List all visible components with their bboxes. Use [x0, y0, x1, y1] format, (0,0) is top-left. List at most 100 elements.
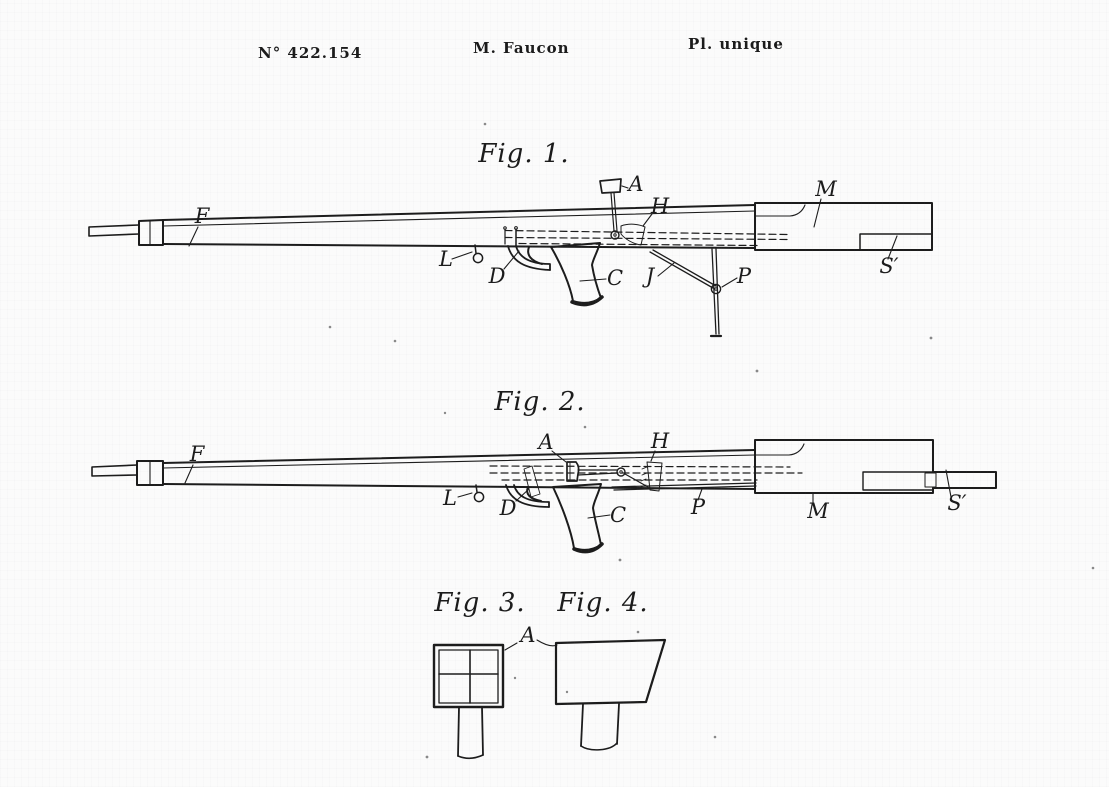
- sight-stem-break: [457, 754, 484, 760]
- leader-l: [457, 492, 473, 498]
- folded-support-leg: [611, 482, 757, 491]
- figure-2-title: Fig. 2.: [493, 387, 585, 417]
- grip-base-pad: [570, 295, 604, 307]
- barrel-bottom-edge: [162, 243, 756, 249]
- figure-1-title: Fig. 1.: [477, 139, 569, 169]
- part-label-p: P: [736, 264, 752, 288]
- sight-pivot: [616, 467, 626, 477]
- sight-link: [624, 473, 649, 488]
- barrel-top-inner-edge: [162, 210, 756, 227]
- part-label-a: A: [626, 172, 643, 196]
- catch-wedge: [646, 461, 663, 492]
- part-label-l: L: [438, 247, 453, 271]
- leader-d: [503, 250, 520, 270]
- figure-3: Fig. 3.: [432, 588, 525, 760]
- muzzle-collar: [138, 219, 164, 246]
- trigger-guard-inner: [515, 245, 551, 271]
- slide-channel: [862, 471, 934, 491]
- trigger-guard-inner: [513, 484, 550, 508]
- support-leg: [711, 248, 720, 335]
- part-label-f: F: [194, 204, 211, 228]
- header: N° 422.154 M. Faucon Pl. unique: [258, 35, 784, 62]
- part-label-m: M: [806, 499, 829, 523]
- slide-junction-hatch: [924, 472, 937, 488]
- leg-pivot-dot: [714, 287, 718, 291]
- sight-head-front-outer: [432, 643, 505, 709]
- sight-pivot: [610, 230, 620, 240]
- sight-crosshair: [438, 649, 499, 704]
- grip-base-pad: [572, 542, 604, 554]
- part-label-c: C: [607, 266, 623, 290]
- barrel-top-inner-edge: [162, 454, 756, 469]
- leg-strut: [649, 249, 717, 289]
- leader-p: [697, 488, 703, 501]
- part-label-d: D: [488, 264, 506, 288]
- sight-stem: [457, 706, 484, 757]
- part-label-c: C: [610, 503, 626, 527]
- leader-a-right: [536, 639, 558, 647]
- part-label-d: D: [499, 496, 517, 520]
- trigger-blade: [527, 246, 543, 265]
- part-label-p: P: [690, 495, 706, 519]
- part-label-j: J: [642, 264, 656, 288]
- part-label-m: M: [814, 177, 837, 201]
- figure-3-drawing: [432, 643, 505, 760]
- figure-3-title: Fig. 3.: [433, 588, 525, 618]
- leader-c: [579, 278, 607, 282]
- part-label-s-prime: S′: [947, 491, 966, 515]
- part-label-l: L: [442, 486, 457, 510]
- barrel-top-edge: [162, 449, 756, 464]
- part-label-a-shared: A: [518, 623, 535, 647]
- leader-m: [813, 198, 822, 228]
- sight-pivot-dot: [613, 233, 617, 237]
- barrel-top-edge: [162, 204, 756, 221]
- sight-stem: [580, 703, 620, 747]
- sight-head: [599, 178, 622, 194]
- leader-l: [451, 251, 473, 260]
- sight-head-folded: [566, 461, 580, 482]
- paper-specks: [328, 122, 1095, 759]
- plate-label: Pl. unique: [688, 35, 784, 53]
- sight-stem-break: [580, 742, 618, 751]
- sight-rod-folded: [577, 469, 618, 476]
- figure-2-drawing: [91, 439, 997, 554]
- figure-2: Fig. 2.: [91, 387, 997, 554]
- figure-1: Fig. 1.: [88, 139, 933, 338]
- sear-pin-head: [514, 226, 518, 230]
- part-label-s-prime: S′: [879, 254, 898, 278]
- leader-c: [587, 514, 611, 519]
- inventor-name: M. Faucon: [473, 39, 570, 57]
- leader-p: [721, 277, 738, 288]
- hook-ring: [472, 252, 484, 264]
- figure-1-drawing: [88, 178, 933, 338]
- stock-outline: [754, 202, 933, 251]
- sight-head-front-inner: [438, 649, 499, 704]
- stock-inner-line: [754, 204, 806, 217]
- catch-wedge: [620, 223, 646, 246]
- rod-end-dot: [503, 226, 507, 230]
- sight-head-side-profile: [554, 638, 667, 706]
- figure-4: Fig. 4. A: [504, 588, 667, 751]
- leader-j: [657, 262, 675, 277]
- part-label-h: H: [650, 194, 670, 218]
- leg-pivot: [710, 283, 722, 295]
- stock-outline: [754, 439, 997, 494]
- leader-s-prime: [887, 235, 898, 260]
- sight-pivot-dot: [619, 470, 623, 474]
- muzzle-rod: [88, 224, 140, 237]
- catch-teeth: [640, 466, 648, 488]
- trigger-guard-outer: [505, 484, 550, 508]
- patent-number: N° 422.154: [258, 44, 362, 62]
- figure-4-title: Fig. 4.: [556, 588, 648, 618]
- trigger-blade: [526, 486, 542, 502]
- part-label-h: H: [650, 429, 670, 453]
- leader-a: [621, 185, 629, 189]
- hook-ring: [473, 491, 485, 503]
- internal-rod-dashed-lines: [504, 229, 790, 247]
- pistol-grip: [550, 242, 602, 304]
- stock-inner-line: [754, 443, 805, 456]
- muzzle-rod: [91, 464, 138, 477]
- leader-d: [515, 488, 530, 502]
